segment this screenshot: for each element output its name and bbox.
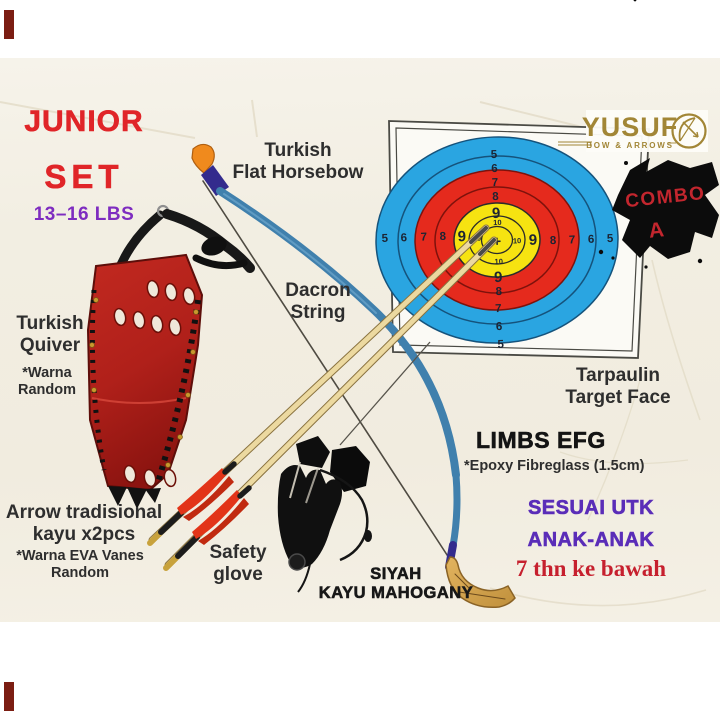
label-sesuai-utk: SESUAI UTK [527,497,655,520]
draw-weight-label: 13–16 LBS [33,204,135,225]
svg-text:6: 6 [491,163,498,175]
svg-text:10: 10 [493,218,502,227]
label-tarpaulin: Tarpaulin Target Face [565,365,671,409]
svg-text:8: 8 [550,235,557,247]
svg-text:9: 9 [494,269,503,286]
glove-cord [339,341,431,446]
bowstring [202,180,452,562]
svg-text:9: 9 [457,228,466,245]
label-audience: SESUAI UTK ANAK-ANAK 7 thn ke bawah [488,497,694,582]
quiver [86,253,204,509]
svg-text:7: 7 [569,234,576,246]
label-age-note: 7 thn ke bawah [515,556,667,582]
brand-subtitle: BOW & ARROWS [586,141,674,150]
corner-mark-bottom [4,682,14,711]
svg-text:5: 5 [497,339,504,351]
bow [191,143,516,609]
label-arrows-note: *Warna EVA Vanes Random [16,548,144,582]
svg-text:9: 9 [492,205,501,222]
corner-mark-top [4,10,14,39]
svg-text:7: 7 [495,303,502,315]
brand-name: YUSUF [582,112,679,142]
label-dacron-string: Dacron String [285,280,351,324]
svg-text:8: 8 [439,231,446,243]
label-safety-glove: Safety glove [209,542,267,586]
label-limbs-note: *Epoxy Fibreglass (1.5cm) [464,458,645,474]
combo-line2: A [648,218,665,242]
svg-text:6: 6 [400,232,407,244]
combo-badge: COMBO A [598,0,719,269]
label-horsebow: Turkish Flat Horsebow [232,140,364,184]
glove [277,436,372,593]
arrow [163,236,498,571]
svg-text:10: 10 [494,257,503,266]
junior-title: JUNIOR [24,105,144,139]
label-anak-anak: ANAK-ANAK [527,528,655,551]
svg-text:9: 9 [529,232,538,249]
quiver-fringe [108,486,161,509]
label-quiver-note: *Warna Random [18,365,76,399]
backdrop-creases [0,99,707,607]
set-title: SET [44,158,124,196]
label-limbs: LIMBS EFG [476,427,606,454]
target-face: 5678998765567899876510101010+ [375,120,650,359]
svg-text:5: 5 [607,233,614,245]
label-siyah: SIYAH KAYU MAHOGANY [318,565,474,603]
svg-text:5: 5 [381,233,388,245]
arrows [147,224,498,571]
svg-text:7: 7 [492,177,499,189]
label-arrows: Arrow tradisional kayu x2pcs [5,502,163,546]
label-turkish-quiver: Turkish Quiver [16,313,84,357]
svg-text:7: 7 [420,231,427,243]
arrow [147,224,490,546]
yusuf-logo: YUSUF BOW & ARROWS [558,110,708,152]
svg-text:10: 10 [513,236,522,245]
svg-text:6: 6 [588,234,595,246]
svg-text:5: 5 [491,149,498,161]
svg-text:8: 8 [492,191,499,203]
yusuf-logo-icon [671,113,707,149]
svg-text:6: 6 [496,321,503,333]
svg-text:8: 8 [495,286,502,298]
